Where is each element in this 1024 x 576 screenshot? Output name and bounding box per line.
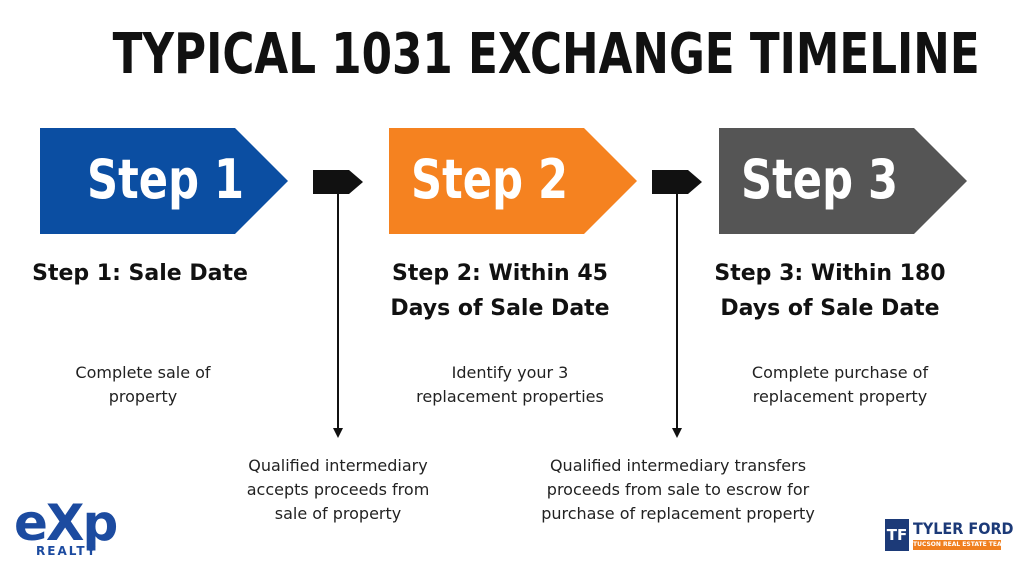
connector-1 — [313, 170, 365, 438]
connector-2-line — [676, 192, 678, 432]
step-1-arrow: Step 1 — [40, 128, 288, 234]
exp-logo-sub: REALTY — [36, 544, 98, 558]
step-2-arrow: Step 2 — [389, 128, 637, 234]
tf-logo-sub: TUCSON REAL ESTATE TEAM — [913, 540, 1001, 550]
step-1-desc-line2: property — [108, 387, 178, 406]
step-1-title: Step 1: Sale Date — [20, 256, 260, 291]
step-1-badge: Step 1 — [87, 148, 245, 211]
step-2-title-line1: Step 2: Within 45 — [392, 261, 608, 286]
note-2-line3: purchase of replacement property — [541, 504, 815, 523]
step-2-arrow-shape — [389, 128, 637, 234]
tf-logo-name: TYLER FORD — [913, 519, 1014, 538]
exp-logo-word: eXp — [14, 494, 118, 552]
step-3-arrow-shape — [719, 128, 967, 234]
note-1-line3: sale of property — [274, 504, 402, 523]
step-1-desc-line1: Complete sale of — [75, 363, 211, 382]
connector-2 — [652, 170, 704, 438]
step-2-desc-line1: Identify your 3 — [451, 363, 569, 382]
connector-1-line — [337, 192, 339, 432]
note-1-line1: Qualified intermediary — [248, 456, 428, 475]
connector-2-flag — [652, 170, 702, 194]
note-2-line2: proceeds from sale to escrow for — [546, 480, 810, 499]
exp-realty-logo: eXp REALTY — [14, 494, 134, 566]
step-3-badge: Step 3 — [741, 148, 899, 211]
step-2-title-line2: Days of Sale Date — [390, 296, 610, 321]
step-3-arrow: Step 3 — [719, 128, 967, 234]
step-3-title: Step 3: Within 180 Days of Sale Date — [700, 256, 960, 326]
note-2-line1: Qualified intermediary transfers — [549, 456, 807, 475]
note-intermediary-accepts: Qualified intermediary accepts proceeds … — [218, 454, 458, 526]
step-2-description: Identify your 3 replacement properties — [385, 361, 635, 409]
step-2-title: Step 2: Within 45 Days of Sale Date — [370, 256, 630, 326]
step-3-desc-line1: Complete purchase of — [751, 363, 929, 382]
step-1-arrow-shape — [40, 128, 288, 234]
tf-monogram: TF — [885, 519, 909, 551]
step-3-desc-line2: replacement property — [752, 387, 928, 406]
page-title: TYPICAL 1031 EXCHANGE TIMELINE — [112, 22, 980, 87]
step-3-description: Complete purchase of replacement propert… — [715, 361, 965, 409]
step-1-title-line1: Step 1: Sale Date — [32, 261, 248, 286]
step-2-desc-line2: replacement properties — [416, 387, 604, 406]
note-1-line2: accepts proceeds from — [246, 480, 430, 499]
tyler-ford-logo: TF TYLER FORD TUCSON REAL ESTATE TEAM — [885, 519, 1013, 551]
step-2-badge: Step 2 — [411, 148, 569, 211]
connector-1-arrowhead — [333, 428, 343, 438]
step-3-title-line2: Days of Sale Date — [720, 296, 940, 321]
step-1-description: Complete sale of property — [28, 361, 258, 409]
note-intermediary-transfers: Qualified intermediary transfers proceed… — [508, 454, 848, 526]
connector-2-arrowhead — [672, 428, 682, 438]
connector-1-flag — [313, 170, 363, 194]
step-3-title-line1: Step 3: Within 180 — [714, 261, 946, 286]
